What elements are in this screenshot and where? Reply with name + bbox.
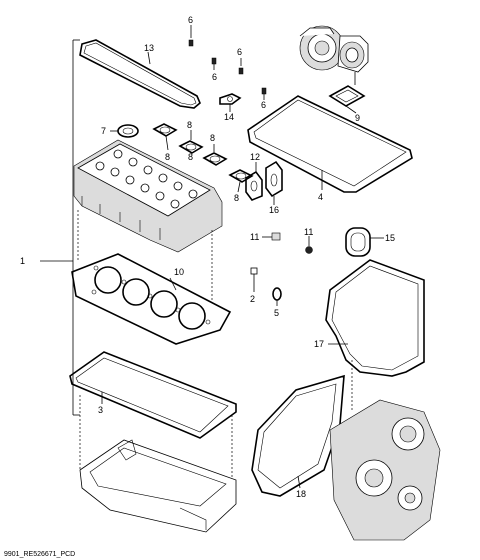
callout-7: 7 xyxy=(101,126,106,136)
callout-6a: 6 xyxy=(188,15,193,25)
callout-8d: 8 xyxy=(188,152,193,162)
plug-2-and-seal-5 xyxy=(250,267,282,306)
gasket-15 xyxy=(345,227,384,257)
cylinder-head xyxy=(73,139,223,302)
callout-13: 13 xyxy=(144,43,154,53)
callout-8a: 8 xyxy=(165,152,170,162)
timing-gasket-18 xyxy=(251,374,345,497)
callout-12: 12 xyxy=(250,152,260,162)
bolt-icons xyxy=(188,25,267,100)
turbocharger xyxy=(299,25,369,85)
small-flange-gasket xyxy=(219,93,242,112)
callout-11a: 11 xyxy=(250,232,259,242)
timing-gasket-17 xyxy=(325,259,425,377)
callout-6b: 6 xyxy=(212,72,217,82)
callout-2: 2 xyxy=(250,294,255,304)
callout-6d: 6 xyxy=(261,100,266,110)
gaskets-12-16 xyxy=(245,160,283,205)
callout-18: 18 xyxy=(296,489,306,499)
callout-6c: 6 xyxy=(237,47,242,57)
cover-gasket-4 xyxy=(247,95,413,193)
callout-8e: 8 xyxy=(234,193,239,203)
callout-16: 16 xyxy=(269,205,279,215)
small-parts-11 xyxy=(262,232,313,254)
timing-gear-housing xyxy=(329,360,441,541)
item-1-bracket xyxy=(40,39,80,416)
callout-8c: 8 xyxy=(210,133,215,143)
callout-17: 17 xyxy=(314,339,324,349)
callout-4: 4 xyxy=(318,192,323,202)
port-gaskets-8 xyxy=(152,123,254,193)
callout-5: 5 xyxy=(274,308,279,318)
oil-pan xyxy=(79,439,237,533)
callout-3: 3 xyxy=(98,405,103,415)
callout-14: 14 xyxy=(224,112,234,122)
callout-10: 10 xyxy=(174,267,184,277)
callout-9: 9 xyxy=(355,113,360,123)
callout-labels: 1 2 3 4 5 6 6 6 6 7 8 8 8 8 8 9 10 11 11… xyxy=(20,15,395,499)
oil-pan-gasket xyxy=(69,351,237,485)
drawing-code: 9901_RE526671_PCD xyxy=(4,551,76,558)
callout-11b: 11 xyxy=(304,227,313,237)
callout-8b: 8 xyxy=(187,120,192,130)
callout-15: 15 xyxy=(385,233,395,243)
turbo-flange-gasket xyxy=(328,85,366,114)
head-gasket xyxy=(71,253,232,345)
valve-cover-gasket xyxy=(79,39,201,109)
gasket-7 xyxy=(110,124,139,138)
callout-1: 1 xyxy=(20,256,25,266)
